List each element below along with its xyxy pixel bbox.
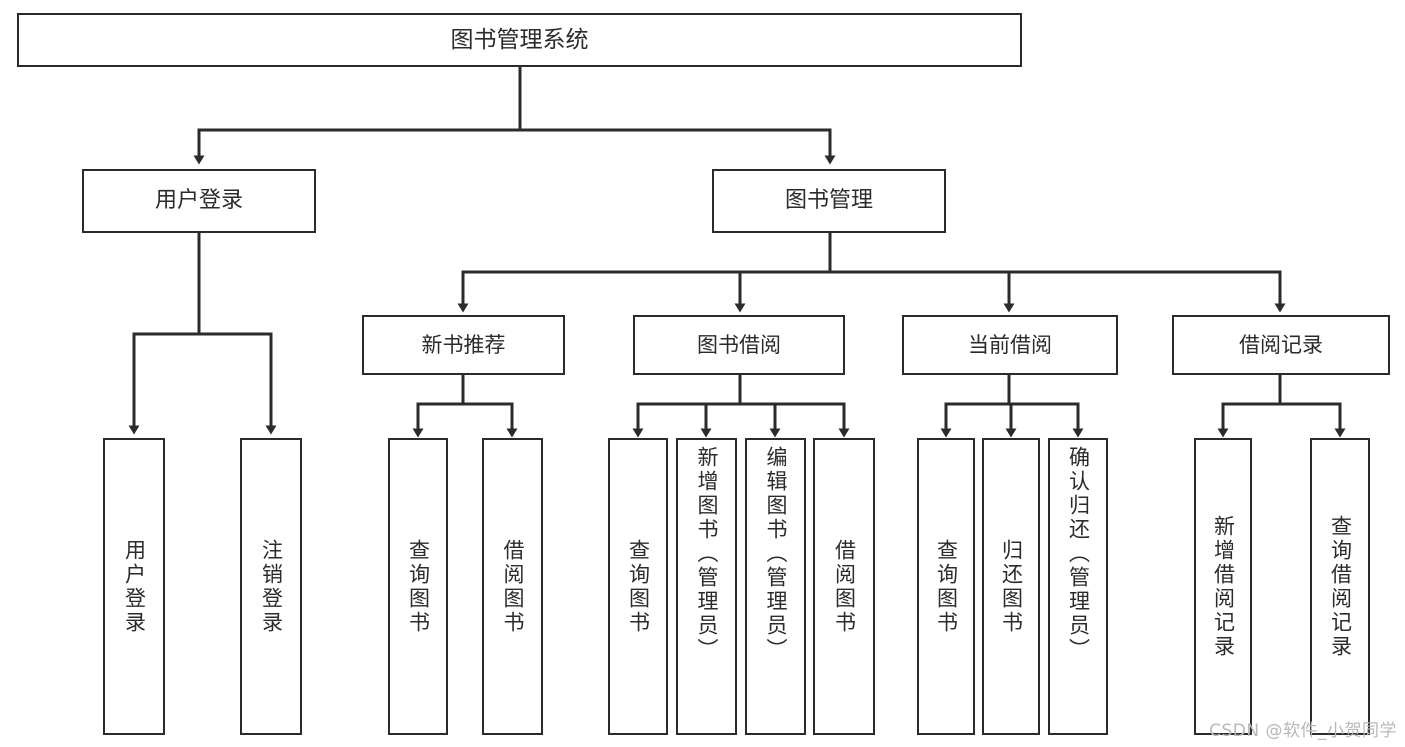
- leaf-new-book-query-label: 查询图书: [406, 538, 431, 635]
- leaf-current-borrow-confirm-label: 确认归还（管理员）: [1066, 446, 1091, 662]
- leaf-book-borrow-query-label: 查询图书: [626, 538, 651, 635]
- leaf-new-book-query[interactable]: 查询图书: [388, 438, 448, 735]
- leaf-book-borrow-query[interactable]: 查询图书: [608, 438, 668, 735]
- leaf-user-login-signout-label: 注销登录: [259, 538, 284, 635]
- leaf-current-borrow-confirm[interactable]: 确认归还（管理员）: [1048, 438, 1108, 735]
- leaf-user-login-signin-label: 用户登录: [122, 538, 147, 635]
- node-user-login-label: 用户登录: [154, 188, 243, 214]
- leaf-borrow-record-query[interactable]: 查询借阅记录: [1310, 438, 1370, 735]
- leaf-new-book-borrow-label: 借阅图书: [501, 538, 525, 635]
- node-root-system-label: 图书管理系统: [450, 26, 589, 53]
- leaf-borrow-record-query-label: 查询借阅记录: [1328, 514, 1353, 659]
- leaf-borrow-record-add[interactable]: 新增借阅记录: [1194, 438, 1252, 735]
- leaf-new-book-borrow[interactable]: 借阅图书: [482, 438, 543, 735]
- node-new-book-recommend-label: 新书推荐: [421, 332, 506, 357]
- leaf-current-borrow-query-label: 查询图书: [934, 538, 959, 635]
- leaf-user-login-signin[interactable]: 用户登录: [103, 438, 165, 735]
- leaf-current-borrow-return[interactable]: 归还图书: [982, 438, 1040, 735]
- leaf-book-borrow-lend-label: 借阅图书: [832, 538, 857, 635]
- leaf-book-borrow-edit-label: 编辑图书（管理员）: [764, 446, 788, 662]
- leaf-borrow-record-add-label: 新增借阅记录: [1211, 514, 1236, 659]
- leaf-book-borrow-lend[interactable]: 借阅图书: [813, 438, 875, 735]
- leaf-book-borrow-add-label: 新增图书（管理员）: [695, 446, 719, 662]
- leaf-current-borrow-query[interactable]: 查询图书: [917, 438, 975, 735]
- node-book-management[interactable]: 图书管理: [712, 169, 946, 233]
- node-root-system[interactable]: 图书管理系统: [17, 13, 1022, 67]
- leaf-book-borrow-edit[interactable]: 编辑图书（管理员）: [745, 438, 806, 735]
- node-current-borrow[interactable]: 当前借阅: [902, 315, 1118, 375]
- node-book-borrow[interactable]: 图书借阅: [633, 315, 845, 375]
- node-current-borrow-label: 当前借阅: [968, 332, 1052, 357]
- node-borrow-record[interactable]: 借阅记录: [1172, 315, 1390, 375]
- leaf-current-borrow-return-label: 归还图书: [999, 538, 1024, 635]
- leaf-user-login-signout[interactable]: 注销登录: [240, 438, 302, 735]
- leaf-book-borrow-add[interactable]: 新增图书（管理员）: [676, 438, 737, 735]
- node-new-book-recommend[interactable]: 新书推荐: [362, 315, 565, 375]
- node-book-borrow-label: 图书借阅: [697, 332, 781, 357]
- node-user-login[interactable]: 用户登录: [82, 169, 316, 233]
- node-borrow-record-label: 借阅记录: [1239, 332, 1323, 357]
- node-book-management-label: 图书管理: [784, 188, 873, 214]
